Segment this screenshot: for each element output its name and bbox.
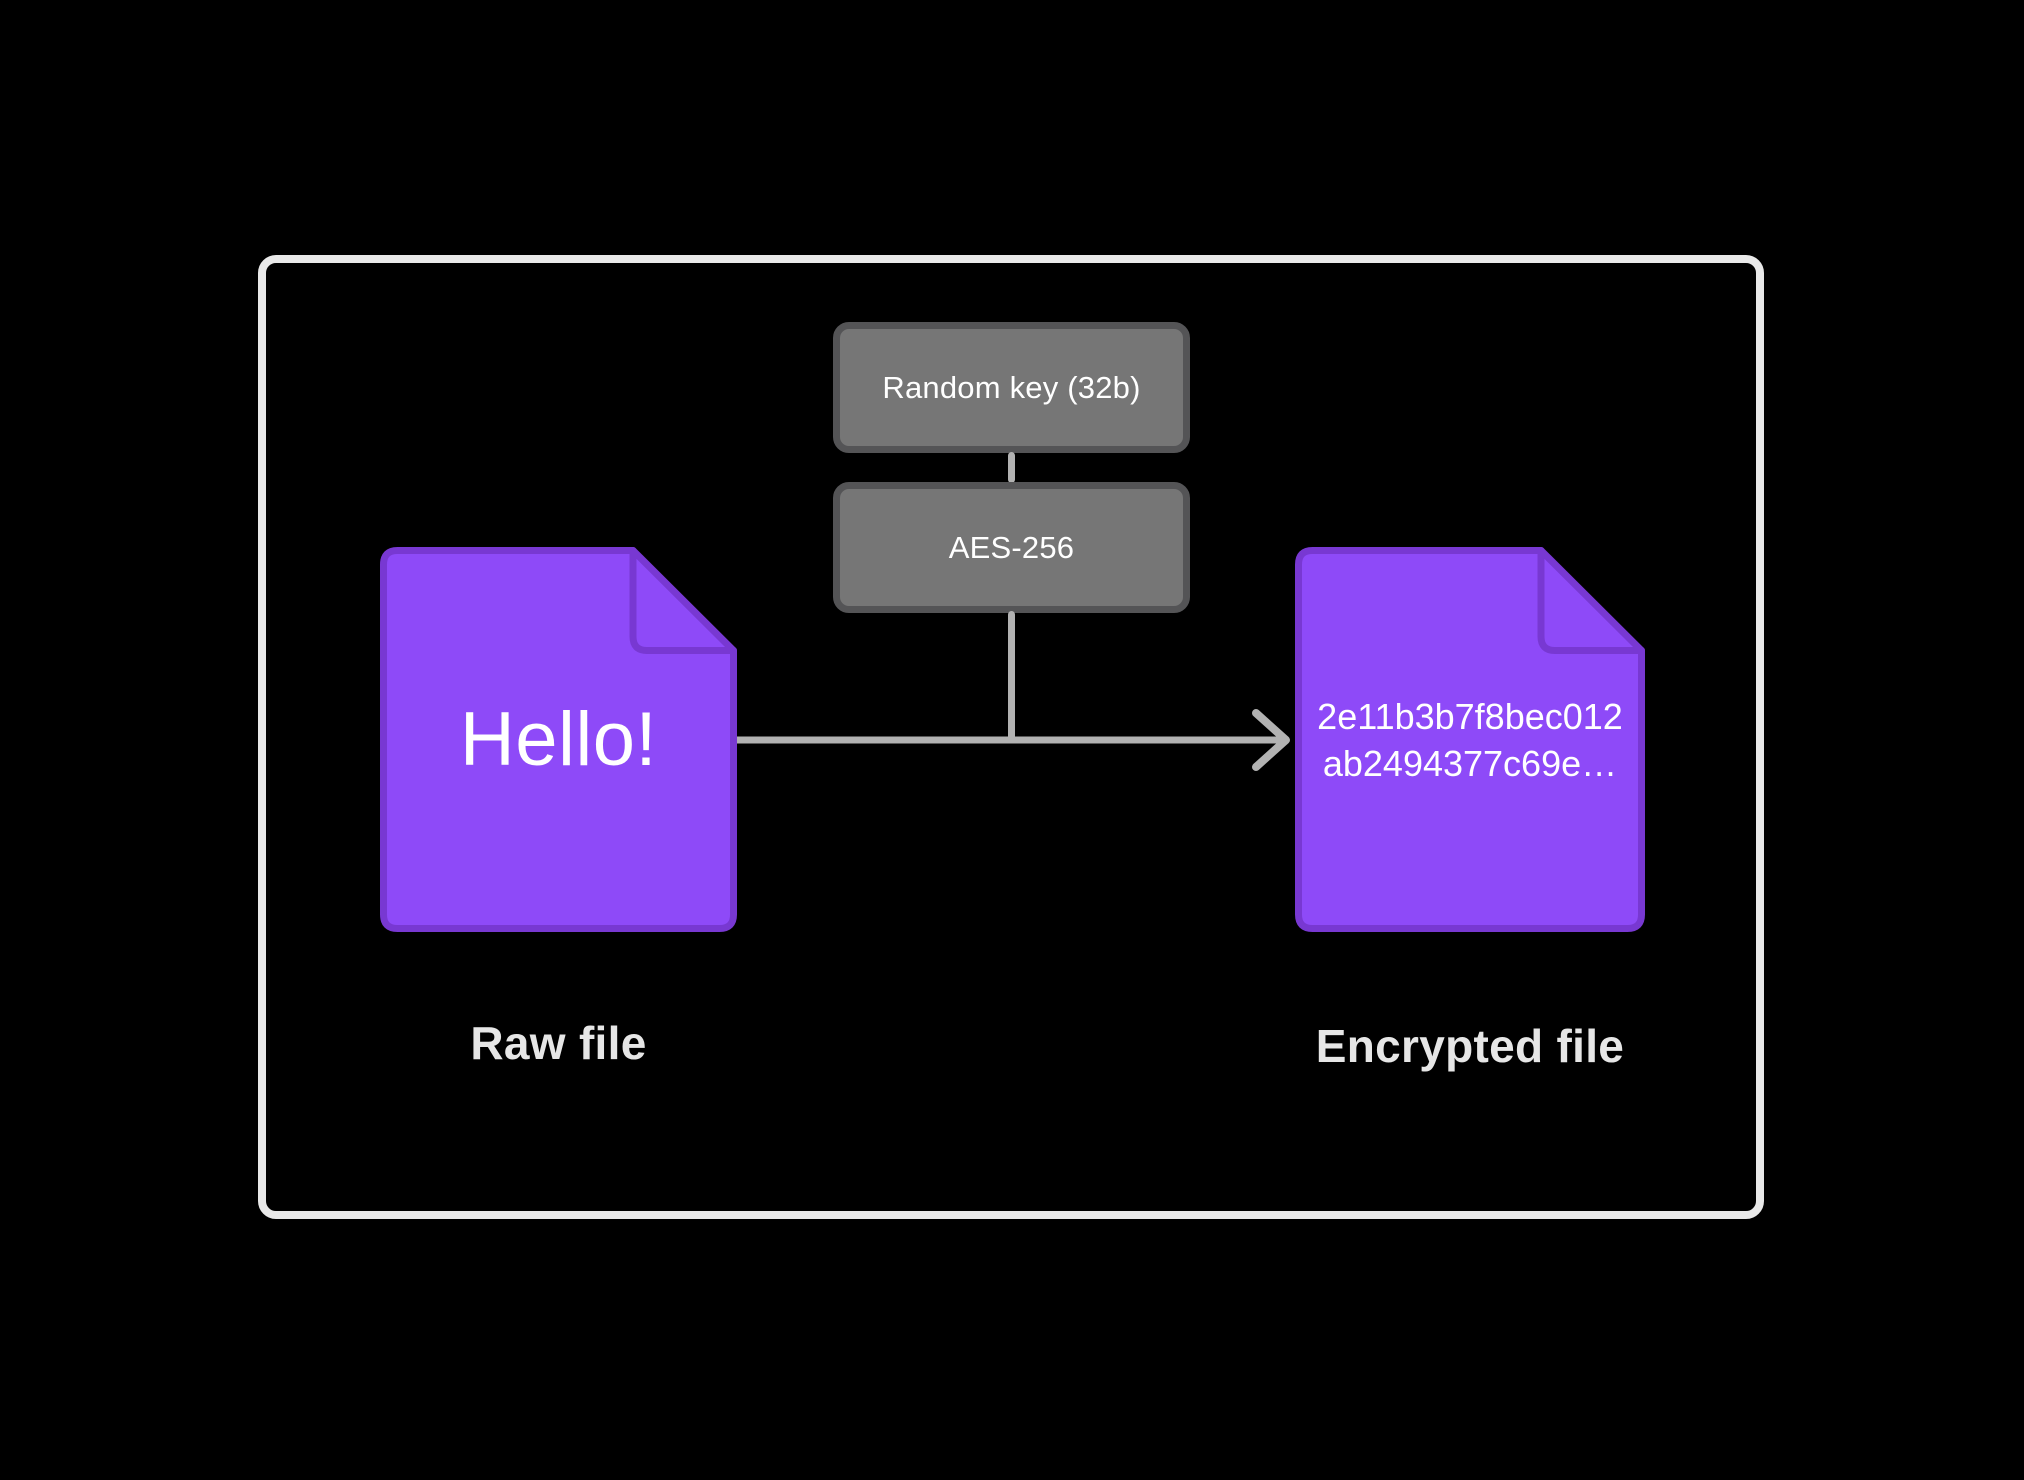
raw-file-body xyxy=(380,547,737,932)
raw-file-caption: Raw file xyxy=(470,1017,647,1069)
encrypted-file-icon xyxy=(1295,547,1645,932)
aes-box: AES-256 xyxy=(833,482,1190,613)
diagram-frame xyxy=(258,255,1764,1219)
encrypted-file-body xyxy=(1295,547,1645,932)
aes-label: AES-256 xyxy=(948,529,1075,565)
encrypted-file-text-line2: ab2494377c69e… xyxy=(1322,742,1618,784)
encrypted-file-text-line1: 2e11b3b7f8bec012 xyxy=(1317,695,1623,737)
key-to-aes-connector xyxy=(1008,452,1015,483)
raw-file-text: Hello! xyxy=(459,697,658,782)
raw-file-icon xyxy=(380,547,737,932)
raw-file-fold-corner xyxy=(629,547,737,654)
flow-arrowhead-icon xyxy=(1252,709,1290,771)
flow-arrow-icon xyxy=(735,709,1290,771)
raw-file-content: Hello! xyxy=(380,547,737,932)
random-key-box: Random key (32b) xyxy=(833,322,1190,453)
encrypted-file-fold-corner xyxy=(1537,547,1645,654)
random-key-label: Random key (32b) xyxy=(882,369,1141,405)
aes-to-arrow-connector xyxy=(1008,611,1015,743)
encrypted-file-caption: Encrypted file xyxy=(1315,1020,1625,1072)
encrypted-file-content: 2e11b3b7f8bec012 ab2494377c69e… xyxy=(1295,547,1645,932)
